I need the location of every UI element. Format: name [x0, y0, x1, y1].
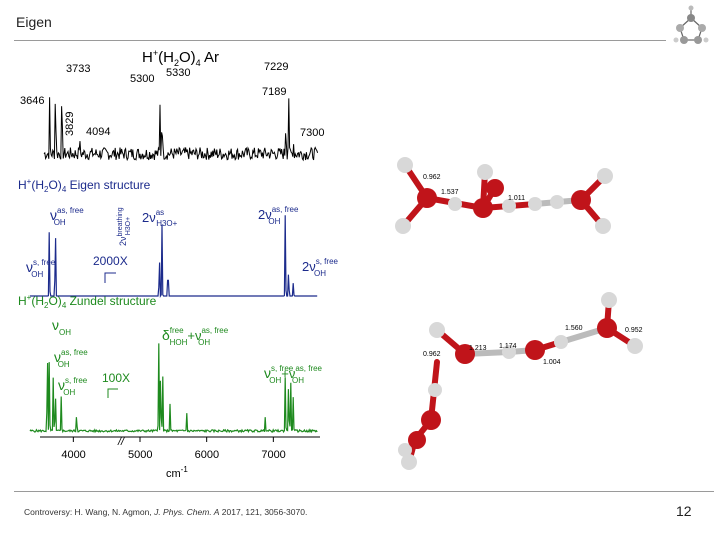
eigen-hydrogen-atom: [397, 157, 413, 173]
experiment-trace: [43, 97, 319, 162]
eigen-hydrogen-atom: [595, 218, 611, 234]
zundel-label-nu-oh: νOH: [52, 317, 71, 337]
x-tick-label: 4000: [61, 449, 85, 461]
eigen-hydrogen-atom: [528, 197, 542, 211]
zundel-hydrogen-atom: [627, 338, 643, 354]
logo-icon: [673, 5, 709, 44]
title-divider: [14, 40, 666, 41]
zundel-distance-label: 0.962: [423, 351, 441, 358]
zundel-hydrogen-atom: [401, 454, 417, 470]
eigen-distance-label: 0.962: [423, 174, 441, 181]
experiment-panel: H+(H2O)4 Ar 3733 3646 3829 4094 5300 533…: [20, 48, 324, 162]
zundel-distance-label: 1.213: [469, 345, 487, 352]
zundel-distance-label: 0.952: [625, 327, 643, 334]
eigen-hydrogen-atom: [477, 164, 493, 180]
eigen-trace: [30, 215, 318, 299]
peak-label-4094: 4094: [86, 126, 110, 138]
x-axis-unit: cm-1: [166, 465, 188, 480]
zundel-distance-label: 1.560: [565, 325, 583, 332]
page-number: 12: [676, 503, 692, 519]
peak-label-5300: 5300: [130, 73, 154, 85]
eigen-oxygen-atom: [571, 190, 591, 210]
zundel-magnification: 100X: [102, 371, 130, 385]
eigen-hydrogen-atom: [550, 195, 564, 209]
x-axis: 4000 5000 6000 7000 // cm-1: [40, 436, 320, 480]
x-axis-ticks: 4000 5000 6000 7000: [61, 437, 286, 461]
eigen-hydrogen-atom: [597, 168, 613, 184]
peak-label-7229: 7229: [264, 61, 288, 73]
x-tick-label: 6000: [195, 449, 219, 461]
peak-label-3646: 3646: [20, 95, 44, 107]
eigen-magnification: 2000X: [93, 254, 128, 268]
zundel-oxygen-atom: [408, 431, 426, 449]
spectra-figure: H+(H2O)4 Ar 3733 3646 3829 4094 5300 533…: [18, 48, 339, 480]
zundel-hydrogen-atom: [428, 383, 442, 397]
zundel-oxygen-atom: [597, 318, 617, 338]
footer-divider: [14, 491, 714, 492]
zundel-magnification-marker: [107, 388, 118, 398]
x-tick-label: 7000: [261, 449, 285, 461]
zundel-distance-label: 1.004: [543, 359, 561, 366]
eigen-oxygen-atom: [417, 188, 437, 208]
peak-label-3733: 3733: [66, 63, 90, 75]
eigen-oxygen-atom: [473, 198, 493, 218]
zundel-hydrogen-atom: [429, 322, 445, 338]
experiment-title: H+(H2O)4 Ar: [142, 48, 219, 68]
zundel-title: H+(H2O)4 Zundel structure: [18, 293, 157, 310]
zundel-molecule: 1.560 0.952 0.962 1.213 1.174 1.004: [398, 292, 643, 470]
eigen-molecule: 0.962 1.537 1.011: [395, 157, 613, 234]
eigen-hydrogen-atom: [448, 197, 462, 211]
eigen-hydrogen-atom: [502, 199, 516, 213]
peak-label-5330: 5330: [166, 67, 190, 79]
x-axis-break: //: [117, 436, 125, 448]
zundel-distance-label: 1.174: [499, 343, 517, 350]
eigen-label-breathing: 2νbreathingH3O+: [117, 207, 132, 246]
zundel-hydrogen-atom: [502, 345, 516, 359]
eigen-magnification-marker: [104, 272, 116, 283]
zundel-oxygen-atom: [421, 410, 441, 430]
eigen-oxygen-atom: [486, 179, 504, 197]
zundel-oxygen-atom: [455, 344, 475, 364]
peak-label-3829: 3829: [64, 112, 76, 136]
peak-label-7189: 7189: [262, 86, 286, 98]
slide-title: Eigen: [16, 14, 52, 30]
eigen-distance-label: 1.537: [441, 189, 459, 196]
citation: Controversy: H. Wang, N. Agmon, J. Phys.…: [24, 507, 308, 517]
eigen-hydrogen-atom: [395, 218, 411, 234]
eigen-title: H+(H2O)4 Eigen structure: [18, 177, 151, 194]
x-tick-label: 5000: [128, 449, 152, 461]
zundel-hydrogen-atom: [398, 443, 412, 457]
zundel-trace: [29, 343, 318, 434]
zundel-oxygen-atom: [525, 340, 545, 360]
zundel-hydrogen-atom: [601, 292, 617, 308]
eigen-distance-label: 1.011: [508, 195, 525, 202]
zundel-hydrogen-atom: [554, 335, 568, 349]
peak-label-7300: 7300: [300, 127, 324, 139]
